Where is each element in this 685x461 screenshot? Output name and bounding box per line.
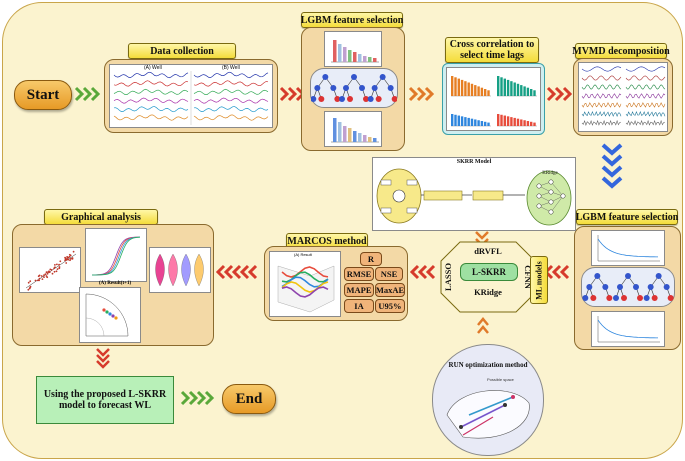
ml-kridge: KRidge xyxy=(468,286,508,298)
arrow-final-to-end xyxy=(180,390,216,406)
lgbm-top-panel xyxy=(301,27,405,151)
run-panel: RUN optimization method Possible space xyxy=(432,344,544,456)
data-series-thumbnail: (A) Well (B) Well xyxy=(109,64,273,128)
decision-trees-right xyxy=(581,267,675,307)
ml-models-tag: ML models xyxy=(530,256,548,304)
graphical-tag: Graphical analysis xyxy=(44,209,158,225)
final-step-box: Using the proposed L-SKRR model to forec… xyxy=(36,376,174,424)
ml-dRVFL: dRVFL xyxy=(468,245,508,257)
data-collection-tag: Data collection xyxy=(128,43,236,59)
start-label: Start xyxy=(27,87,60,104)
data-collection-panel: (A) Well (B) Well xyxy=(104,59,278,133)
arrow-run-to-ml xyxy=(476,316,490,338)
metric-ia: IA xyxy=(344,299,374,313)
marcos-3d-plot: (A) Result xyxy=(269,251,341,317)
graphical-panel: (A) Result(t+1) xyxy=(12,224,214,346)
arrow-cross-to-mvmd xyxy=(546,86,572,102)
mvmd-panel xyxy=(573,58,673,136)
kridge-sub-label: KRidge xyxy=(537,171,563,176)
importance-bar-chart xyxy=(324,31,382,67)
skrr-model-panel: SKRR Model KRidge xyxy=(372,157,576,231)
start-node: Start xyxy=(14,80,72,110)
imf-components xyxy=(578,62,668,132)
arrow-mvmd-to-lgbm xyxy=(600,142,624,192)
final-line-1: Using the proposed L-SKRR xyxy=(44,389,166,400)
metric-rmse: RMSE xyxy=(344,267,374,281)
end-label: End xyxy=(236,391,263,408)
mvmd-tag: MVMD decomposition xyxy=(575,43,667,59)
importance-bar-chart-2 xyxy=(324,111,382,147)
cross-correlation-tag: Cross correlation to select time lags xyxy=(445,37,539,63)
lgbm-right-panel xyxy=(574,226,681,350)
arrow-marcos-to-graph xyxy=(216,264,260,280)
end-node: End xyxy=(222,384,276,414)
cross-correlation-panel xyxy=(442,63,545,135)
loss-curve-2 xyxy=(591,311,665,347)
correlation-plots xyxy=(446,67,541,131)
taylor-diagram xyxy=(79,287,141,343)
ml-center-lskrr: L-SKRR xyxy=(460,263,518,281)
arrow-lgbm-to-cross xyxy=(408,86,438,102)
final-line-2: model to forecast WL xyxy=(59,400,151,411)
metric-mape: MAPE xyxy=(344,283,374,297)
graph-result-title: (A) Result(t+1) xyxy=(99,281,131,286)
metric-r: R xyxy=(360,252,382,266)
lgbm-top-tag: LGBM feature selection xyxy=(301,12,403,28)
ml-lasso: LASSO xyxy=(442,252,454,302)
lgbm-right-tag: LGBM feature selection xyxy=(576,209,678,225)
arrow-ml-to-marcos xyxy=(410,264,438,280)
arrow-lgbm-to-ml xyxy=(544,264,572,280)
violin-plot xyxy=(149,247,211,293)
scatter-plot xyxy=(19,247,81,293)
metric-u95: U95% xyxy=(375,299,405,313)
arrow-graph-to-final xyxy=(95,347,111,371)
metric-nse: NSE xyxy=(375,267,403,281)
loss-curve-1 xyxy=(591,230,665,266)
cdf-plot xyxy=(85,228,147,282)
marcos-panel: (A) Result R RMSE NSE MAPE MaxAE IA U95% xyxy=(264,246,408,321)
decision-trees xyxy=(310,68,398,108)
arrow-start-to-data xyxy=(74,86,104,102)
metric-maxae: MaxAE xyxy=(375,283,405,297)
